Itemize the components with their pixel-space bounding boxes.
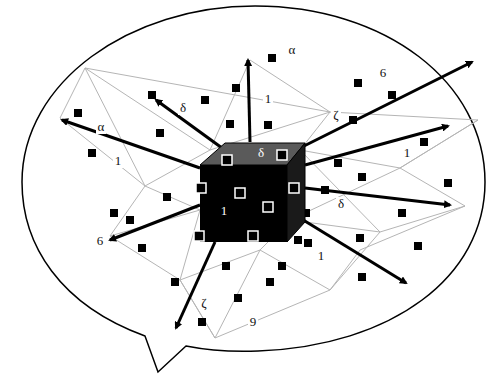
black-square (234, 294, 242, 302)
black-square (163, 193, 171, 201)
cube (200, 143, 305, 242)
black-square (232, 84, 240, 92)
symbol-label: 1 (316, 249, 327, 263)
cube-marker (263, 202, 273, 212)
black-square (110, 209, 118, 217)
black-square (171, 278, 179, 286)
cube-marker (222, 155, 232, 165)
black-square (334, 159, 342, 167)
black-square (74, 109, 82, 117)
black-square (156, 129, 164, 137)
black-square (226, 120, 234, 128)
black-square (420, 138, 428, 146)
symbol-label: δ (178, 101, 188, 115)
black-square (126, 216, 134, 224)
triangulation-mesh (60, 60, 478, 338)
black-square (88, 149, 96, 157)
black-square (264, 121, 272, 129)
black-square (198, 318, 206, 326)
black-square (304, 239, 312, 247)
cube-marker (289, 183, 299, 193)
symbol-label: ζ (199, 296, 208, 310)
black-square (138, 244, 146, 252)
symbol-label: 1 (263, 92, 274, 106)
symbol-label: 6 (378, 66, 389, 80)
black-square (358, 173, 366, 181)
cube-marker (235, 188, 245, 198)
black-square (358, 273, 366, 281)
speech-bubble (22, 6, 485, 372)
symbol-label: α (96, 120, 107, 134)
radiating-arrows (62, 60, 472, 328)
black-square (444, 179, 452, 187)
cube-marker (277, 150, 287, 160)
symbol-label: δ (256, 146, 266, 160)
black-square (266, 278, 274, 286)
symbol-label: 1 (219, 204, 230, 218)
cube-markers (194, 150, 299, 241)
black-square (354, 79, 362, 87)
black-square (148, 91, 156, 99)
black-square (201, 96, 209, 104)
black-square (268, 54, 276, 62)
cube-marker (196, 183, 206, 193)
cube-marker (248, 231, 258, 241)
cube-marker (194, 231, 204, 241)
black-square (222, 262, 230, 270)
black-square (388, 91, 396, 99)
black-square (294, 236, 302, 244)
black-square (356, 234, 364, 242)
symbol-label: 9 (248, 315, 259, 329)
symbol-label: 1 (402, 146, 413, 160)
black-square (414, 242, 422, 250)
symbol-label: 1 (113, 154, 124, 168)
symbol-label: α (287, 43, 298, 57)
black-square (398, 209, 406, 217)
symbol-label: 6 (95, 234, 106, 248)
scattered-squares (74, 54, 452, 326)
black-square (278, 262, 286, 270)
symbol-label: δ (336, 197, 346, 211)
symbol-label: ζ (331, 108, 340, 122)
